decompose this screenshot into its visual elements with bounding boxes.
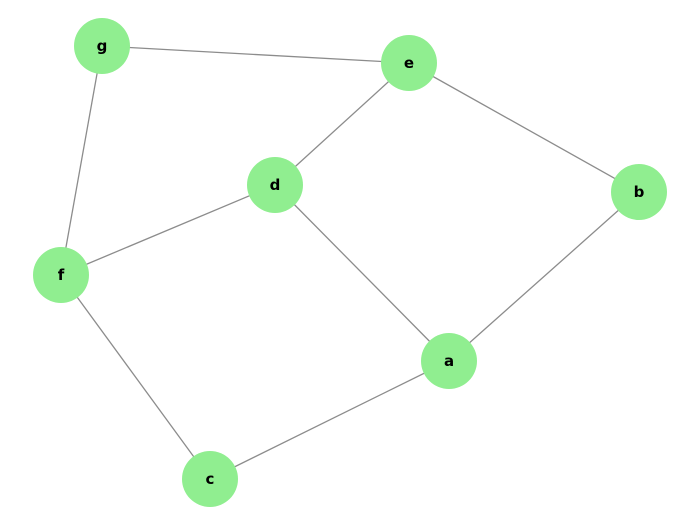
node-d: d <box>247 157 303 213</box>
edges-layer <box>60 45 640 480</box>
node-label-g: g <box>97 37 108 55</box>
node-c: c <box>182 451 238 507</box>
node-f: f <box>33 247 89 303</box>
node-label-c: c <box>206 470 215 488</box>
edge-d-f <box>60 184 276 276</box>
nodes-layer: a b c d e f g <box>33 18 667 507</box>
edge-e-d <box>274 62 410 186</box>
node-circle-c <box>182 451 238 507</box>
edge-f-c <box>60 274 211 480</box>
edge-a-c <box>209 360 450 480</box>
node-label-d: d <box>270 176 281 194</box>
edge-g-e <box>101 45 410 64</box>
node-b: b <box>611 164 667 220</box>
node-circle-g <box>74 18 130 74</box>
node-g: g <box>74 18 130 74</box>
edge-b-a <box>448 191 640 362</box>
node-circle-b <box>611 164 667 220</box>
node-label-b: b <box>634 183 645 201</box>
node-circle-e <box>381 35 437 91</box>
edge-d-a <box>274 184 450 362</box>
edge-g-f <box>60 45 103 276</box>
node-e: e <box>381 35 437 91</box>
node-label-f: f <box>58 266 65 284</box>
node-a: a <box>421 333 477 389</box>
node-label-e: e <box>404 54 414 72</box>
node-circle-d <box>247 157 303 213</box>
node-circle-a <box>421 333 477 389</box>
edge-e-b <box>408 62 640 193</box>
node-circle-f <box>33 247 89 303</box>
node-label-a: a <box>444 352 454 370</box>
